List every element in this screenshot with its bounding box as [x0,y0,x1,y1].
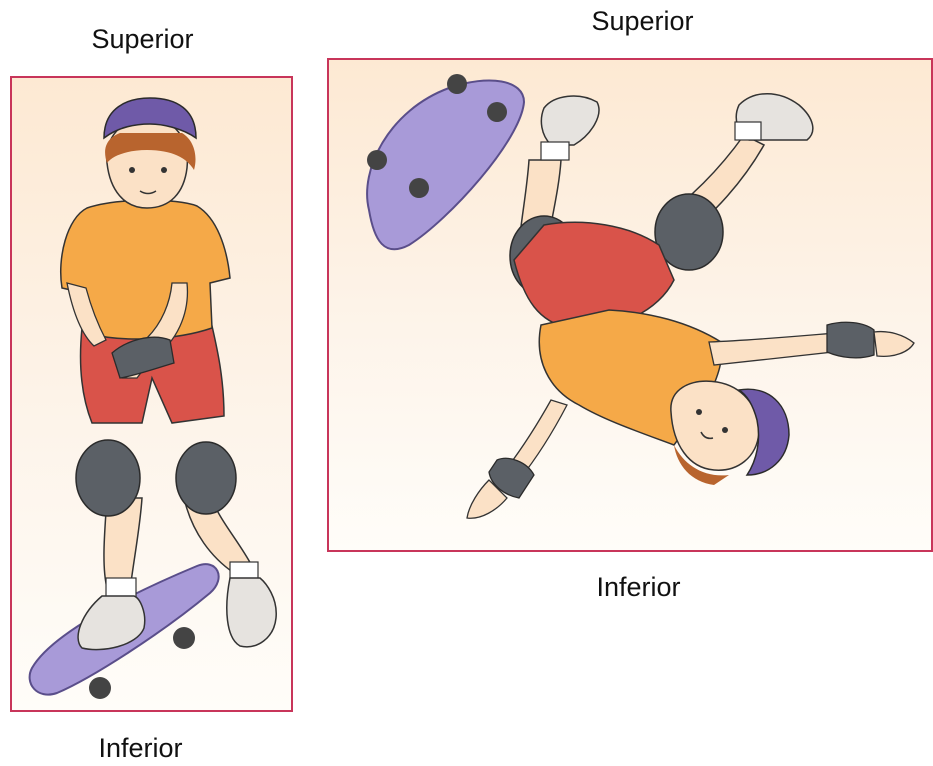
shoes [541,94,813,160]
upright-skater-panel [10,76,293,712]
inferior-label-right: Inferior [556,572,721,603]
skateboard [367,74,524,249]
inverted-skater-panel [327,58,933,552]
inferior-label-left: Inferior [58,733,223,764]
superior-label-left: Superior [60,24,225,55]
knee-pads [76,440,236,516]
superior-label-right: Superior [560,6,725,37]
upright-skater-illustration [12,78,293,712]
head [105,118,195,208]
inverted-skater-illustration [329,60,933,552]
